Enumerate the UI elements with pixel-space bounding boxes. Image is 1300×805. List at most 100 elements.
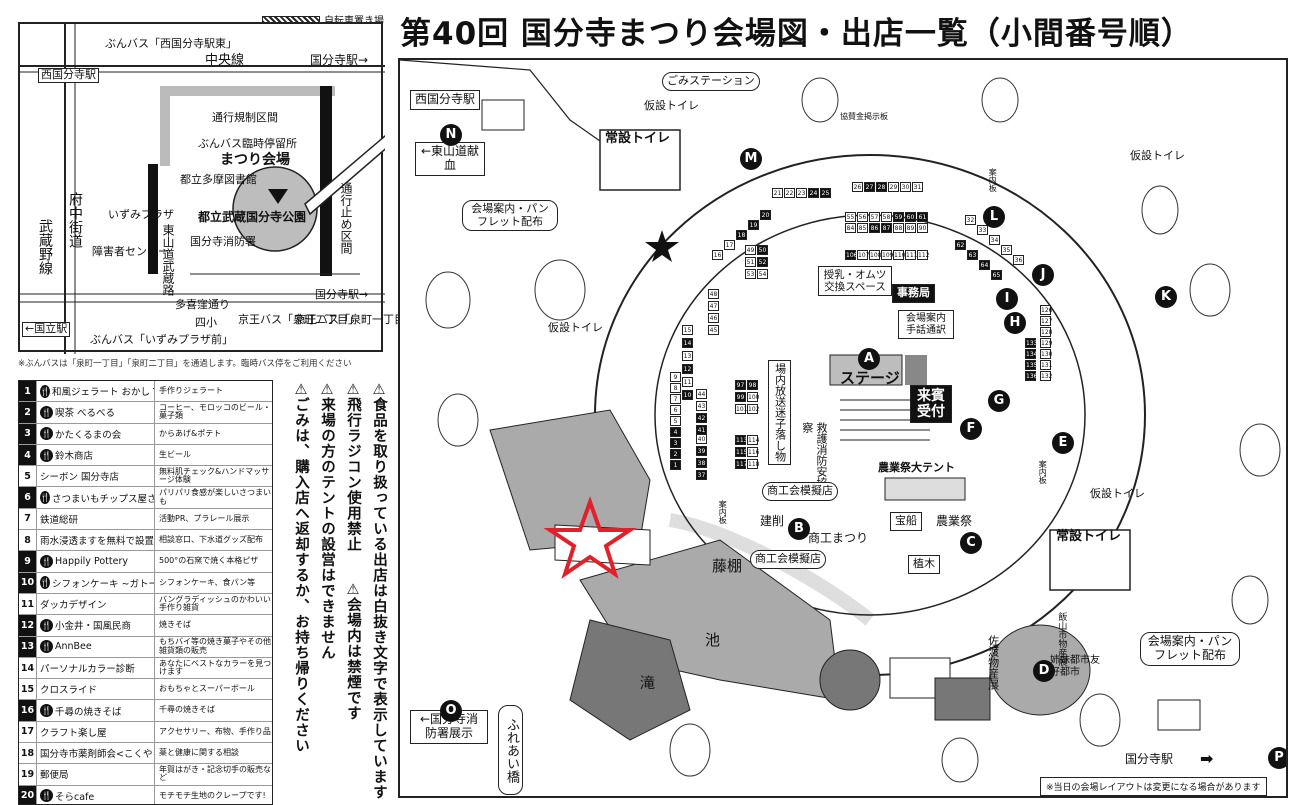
vendor-name: ダッカデザイン [37, 593, 155, 615]
commerce-stall-1: 商工会模擬店 [762, 482, 838, 501]
booth-tile: 27 [864, 182, 875, 192]
inset-kunitachi-label: ←国立駅 [22, 322, 71, 337]
info-pamphlet-booth-1: 会場案内・パンフレット配布 [462, 200, 558, 232]
food-vendor-icon: 🍴 [40, 405, 53, 419]
booth-tile: 8 [670, 383, 681, 393]
booth-tile: 44 [696, 389, 707, 399]
info-pamphlet-booth-2: 会場案内・パンフレット配布 [1140, 632, 1240, 666]
booth-tile: 113 [735, 435, 748, 445]
vendor-description: からあげ&ポテト [159, 428, 222, 438]
vip-reception-label: 来賓受付 [910, 385, 952, 424]
booth-tile: 36 [1013, 255, 1024, 265]
booth-tile: 130 [1040, 349, 1053, 359]
vendor-description: 年賀はがき・記念切手の販売など [159, 765, 271, 783]
plants-label: 植木 [908, 555, 940, 574]
vendor-row: 8雨水浸透ますを無料で設置します相談窓口、下水道グッズ配布 [19, 530, 272, 552]
waterfall-label: 滝 [640, 674, 656, 692]
vendor-name-text: 和風ジェラート おかし TOKYO [51, 387, 154, 399]
booth-tile: 24 [808, 188, 819, 198]
vendor-row: 4🍴鈴木商店生ビール [19, 444, 272, 467]
booth-tile: 43 [696, 401, 707, 411]
booth-tile: 30 [900, 182, 911, 192]
vendor-description: もちバイ等の焼き菓子やその他雑貨類の販売 [159, 637, 271, 655]
vendor-table: 1🍴和風ジェラート おかし TOKYO手作りジェラート2🍴喫茶 べるべるコーヒー… [18, 380, 273, 805]
area-marker-c: C [960, 532, 982, 554]
vendor-name-text: Happily Pottery [55, 556, 128, 568]
vendor-name-text: ダッカデザイン [40, 600, 107, 612]
vendor-number: 1 [19, 381, 37, 402]
booth-tile: 87 [881, 223, 892, 233]
booth-tile: 38 [696, 458, 707, 468]
vendor-name-text: 郵便局 [40, 770, 69, 782]
vendor-number: 8 [19, 530, 37, 551]
area-marker-m: M [740, 148, 762, 170]
booth-tile: 49 [745, 245, 756, 255]
vendor-description: おもちゃとスーパーボール [159, 684, 255, 694]
vendor-description: 薬と健康に関する相談 [159, 748, 239, 757]
vendor-name-text: 喫茶 べるべる [55, 408, 116, 420]
blood-donation-sign: ←東山道献血 [415, 142, 485, 176]
inset-fire-dept-label: 国分寺消防署 [190, 235, 256, 248]
sponsor-board-label: 協賛金掲示板 [840, 112, 888, 121]
booth-tile: 42 [696, 413, 707, 423]
vendor-row: 1🍴和風ジェラート おかし TOKYO手作りジェラート [19, 381, 272, 403]
sister-city-label: 姉妹都市友好都市 [1050, 655, 1100, 678]
perm-toilet-label-1: 常設トイレ [605, 131, 671, 146]
booth-tile: 65 [991, 270, 1002, 280]
booth-tile: 116 [747, 447, 760, 457]
booth-tile: 64 [979, 260, 990, 270]
vendor-name: 🍴Happily Pottery [37, 551, 155, 572]
vendor-name: 郵便局 [37, 764, 155, 785]
booth-tile: 13 [682, 351, 693, 361]
inset-venue-label: まつり会場 [220, 152, 290, 168]
info-board-3: 案内板 [1038, 460, 1048, 484]
booth-tile: 18 [736, 230, 747, 240]
garbage-station-label: ごみステーション [662, 72, 760, 91]
booth-tile: 32 [965, 215, 976, 225]
booth-tile: 25 [820, 188, 831, 198]
booth-tile: 26 [852, 182, 863, 192]
vendor-name: 鉄道総研 [37, 508, 155, 530]
vendor-name: 🍴喫茶 べるべる [37, 402, 155, 423]
food-vendor-icon: 🍴 [40, 555, 53, 569]
temp-toilet-label-2: 仮設トイレ [1130, 149, 1185, 162]
vendor-number: 10 [19, 572, 37, 593]
vendor-row: 12🍴小金井・国風民商焼きそば [19, 615, 272, 637]
stage-label: ステージ [840, 369, 900, 387]
temp-toilet-label-1: 仮設トイレ [644, 99, 699, 112]
notice-no-smoking: ⚠会場内は禁煙です [345, 582, 361, 721]
inset-kokubunji-top-label: 国分寺駅→ [310, 53, 369, 67]
vendor-name: パーソナルカラー診断 [37, 657, 155, 679]
area-marker-a: A [858, 348, 880, 370]
warning-icon: ⚠ [371, 382, 387, 399]
booth-tile: 17 [724, 240, 735, 250]
booth-tile: 40 [696, 434, 707, 444]
kokubunji-station-sign: 国分寺駅 [1125, 752, 1174, 766]
booth-tile: 111 [905, 250, 918, 260]
booth-tile: 39 [696, 446, 707, 456]
area-marker-d: D [1033, 660, 1055, 682]
vendor-name-text: 鈴木商店 [55, 451, 94, 463]
booth-tile: 10 [682, 390, 693, 400]
notice-radio-control: ⚠飛行ラジコン使用禁止 [345, 382, 361, 552]
vendor-number: 17 [19, 721, 37, 743]
vendor-number: 11 [19, 593, 37, 615]
booth-tile: 35 [1001, 245, 1012, 255]
inset-tamakisa-label: 多喜窪通り [175, 298, 230, 311]
vendor-name: 🍴鈴木商店 [37, 444, 155, 466]
booth-tile: 51 [745, 257, 756, 267]
vendor-name: 国分寺市薬剤師会<こくやく> [37, 743, 155, 764]
booth-tile: 58 [881, 212, 892, 222]
food-vendor-icon: 🍴 [40, 704, 53, 718]
vendor-description: 手作りジェラート [159, 385, 223, 395]
bike-parking-label: 自転車置き場 [324, 12, 384, 27]
booth-tile: 33 [977, 225, 988, 235]
vendor-description: 活動PR、プラレール展示 [159, 513, 250, 523]
